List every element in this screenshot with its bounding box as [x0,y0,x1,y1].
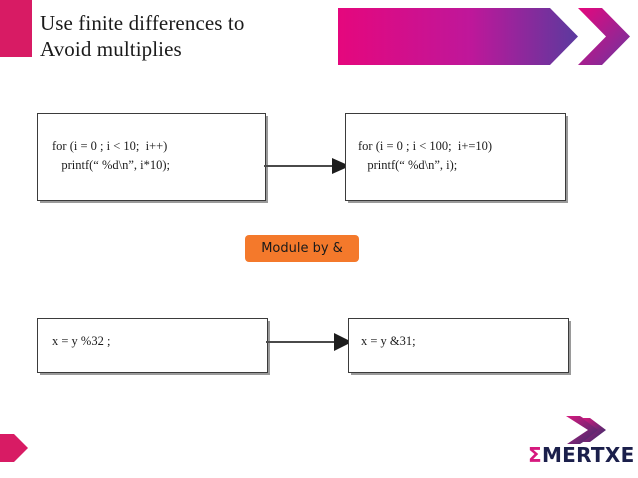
logo-word-text: MERTXE [541,443,635,467]
logo-wordmark: ΣMERTXE [528,443,635,467]
code-box-top-right: for (i = 0 ; i < 100; i+=10) printf(“ %d… [345,113,566,201]
code-text: x = y %32 ; [52,334,111,348]
arrow-connector-bottom [266,330,352,354]
header-chevron-icon [578,8,630,65]
logo-chevron-icon [562,416,606,446]
status-badge: Module by & [245,235,359,262]
code-box-bottom-left: x = y %32 ; [37,318,268,373]
code-box-top-left: for (i = 0 ; i < 10; i++) printf(“ %d\n”… [37,113,266,201]
arrow-connector-top [264,154,350,178]
pink-accent-block [0,0,32,57]
code-text: for (i = 0 ; i < 10; i++) printf(“ %d\n”… [52,139,171,172]
code-box-bottom-right: x = y &31; [348,318,569,373]
header-banner-arrow [338,8,578,65]
logo-sigma-glyph: Σ [528,443,542,467]
page-title: Use finite differences to Avoid multipli… [40,11,245,61]
code-text: for (i = 0 ; i < 100; i+=10) printf(“ %d… [358,139,493,172]
emertxe-logo: ΣMERTXE [528,416,635,472]
footer-arrow-icon [0,424,36,472]
code-text: x = y &31; [361,334,416,348]
